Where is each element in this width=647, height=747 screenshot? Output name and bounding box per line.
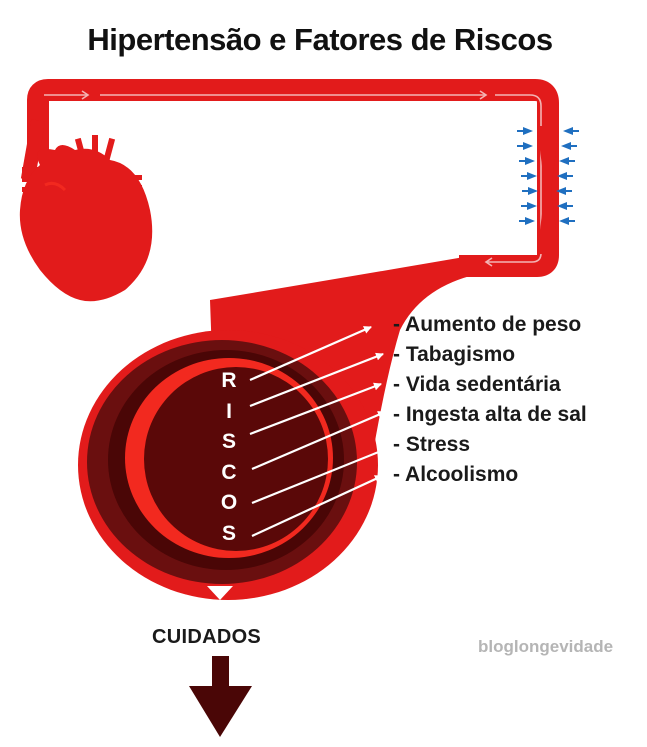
risk-factor-item: - Tabagismo <box>393 343 516 366</box>
constricted-vessel <box>537 126 559 254</box>
pressure-arrows-icon <box>517 127 579 225</box>
watermark: bloglongevidade <box>478 637 614 656</box>
diagram-title: Hipertensão e Fatores de Riscos <box>87 22 553 57</box>
risk-factor-item: - Aumento de peso <box>393 313 582 336</box>
risk-letter: S <box>221 521 236 545</box>
risk-factor-item: - Alcoolismo <box>393 463 519 486</box>
risk-letter: O <box>220 491 238 514</box>
risk-factor-list: - Aumento de peso - Tabagismo - Vida sed… <box>393 310 587 490</box>
risk-letter: R <box>221 369 237 392</box>
artery-cross-section <box>78 330 378 600</box>
risk-factor-item: - Stress <box>393 433 471 456</box>
risk-letter: C <box>221 460 237 484</box>
risk-vertical-word: R I S C O S <box>216 366 242 549</box>
flow-arrows <box>44 90 542 267</box>
risk-factor-item: - Ingesta alta de sal <box>393 403 587 426</box>
risk-letter: S <box>221 430 236 453</box>
outflow-marker <box>207 586 233 600</box>
vessel-loop <box>27 79 559 277</box>
risk-factor-item: - Vida sedentária <box>393 373 561 396</box>
risk-letter: I <box>226 399 232 423</box>
outcome-label: CUIDADOS <box>152 626 262 648</box>
risk-pointer-arrows <box>249 325 392 537</box>
heart-icon <box>19 119 153 302</box>
down-arrow-icon <box>189 656 252 737</box>
